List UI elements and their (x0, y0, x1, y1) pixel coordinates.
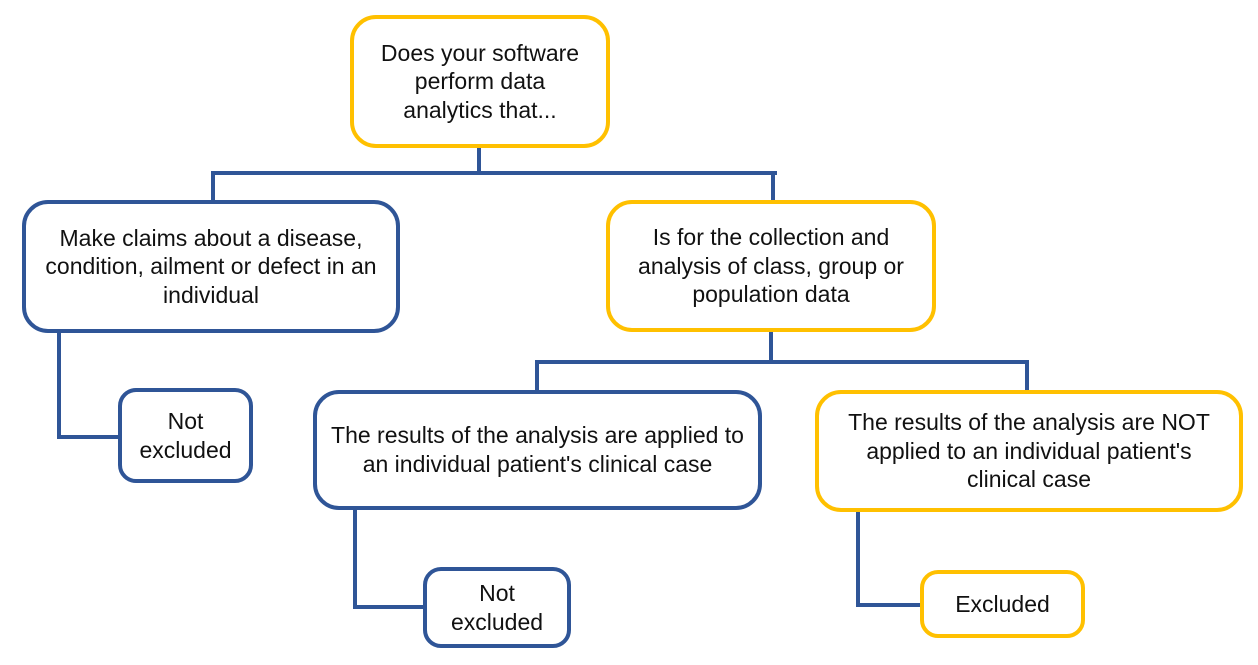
connector-population-to-applied (535, 360, 539, 392)
connector-root-stub (477, 146, 481, 175)
connector-population-children-bar (535, 360, 1029, 364)
connector-applied-to-not-excluded-horizontal (353, 605, 426, 609)
connector-not-applied-to-excluded-vertical (856, 510, 860, 607)
connector-population-to-not-applied (1025, 360, 1029, 392)
connector-population-stub (769, 330, 773, 364)
node-not-excluded-2: Not excluded (423, 567, 571, 648)
connector-applied-to-not-excluded-vertical (353, 508, 357, 609)
node-make-claims: Make claims about a disease, condition, … (22, 200, 400, 333)
node-not-excluded-1: Not excluded (118, 388, 253, 483)
connector-root-to-population (771, 171, 775, 202)
connector-root-to-claims (211, 171, 215, 202)
node-results-not-applied: The results of the analysis are NOT appl… (815, 390, 1243, 512)
node-root-question: Does your software perform data analytic… (350, 15, 610, 148)
connector-claims-to-not-excluded-vertical (57, 331, 61, 439)
connector-not-applied-to-excluded-horizontal (856, 603, 923, 607)
connector-claims-to-not-excluded-horizontal (57, 435, 121, 439)
node-results-applied: The results of the analysis are applied … (313, 390, 762, 510)
node-population-data: Is for the collection and analysis of cl… (606, 200, 936, 332)
connector-root-children-bar (211, 171, 777, 175)
node-excluded: Excluded (920, 570, 1085, 638)
